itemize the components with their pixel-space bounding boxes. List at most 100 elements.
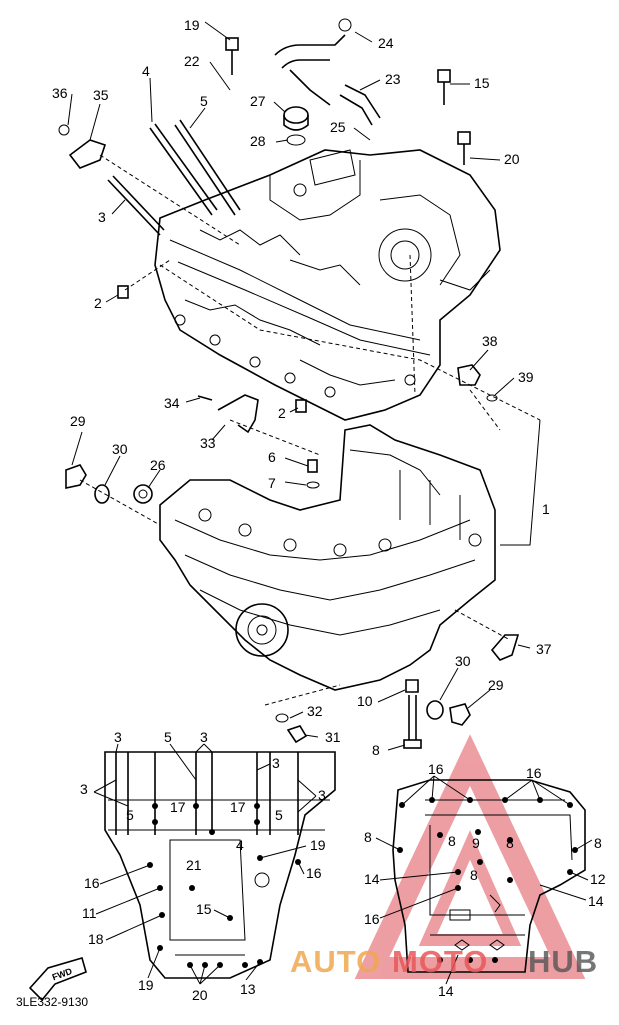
callout-31: 31 bbox=[325, 729, 341, 745]
callout-29-right: 29 bbox=[488, 677, 504, 693]
callout-10: 10 bbox=[357, 693, 373, 709]
watermark-auto: AUTO bbox=[290, 944, 381, 979]
callout-labels: 19 24 22 23 15 4 5 36 35 27 28 25 20 3 2… bbox=[52, 17, 552, 758]
callout-u5c: 5 bbox=[275, 807, 283, 823]
callout-u13: 13 bbox=[240, 981, 256, 997]
callout-20: 20 bbox=[504, 151, 520, 167]
dowel-pins-2 bbox=[117, 285, 307, 413]
callout-30-left: 30 bbox=[112, 441, 128, 457]
callout-l14c: 14 bbox=[438, 983, 454, 999]
drain-parts bbox=[275, 679, 471, 749]
callout-4: 4 bbox=[142, 63, 150, 79]
callout-u3d: 3 bbox=[272, 755, 280, 771]
dowel-6-7 bbox=[306, 459, 320, 489]
callout-u17b: 17 bbox=[230, 799, 246, 815]
callout-22: 22 bbox=[184, 53, 200, 69]
underside-view-left bbox=[104, 751, 336, 979]
callout-8: 8 bbox=[372, 742, 380, 758]
callout-l16c: 16 bbox=[364, 911, 380, 927]
callout-34: 34 bbox=[164, 395, 180, 411]
callout-u5b: 5 bbox=[126, 807, 134, 823]
callout-u16a: 16 bbox=[84, 875, 100, 891]
oil-filler-cap-27 bbox=[283, 106, 309, 146]
callout-26: 26 bbox=[150, 457, 166, 473]
oil-level-plug-29 bbox=[65, 464, 87, 489]
callout-u11: 11 bbox=[82, 905, 97, 921]
callout-30-right: 30 bbox=[455, 653, 471, 669]
callout-2-upper: 2 bbox=[94, 295, 102, 311]
watermark-hub: HUB bbox=[528, 944, 598, 979]
diagram-code: 3LE332-9130 bbox=[16, 995, 88, 1009]
callout-23: 23 bbox=[385, 71, 401, 87]
callout-l16a: 16 bbox=[428, 761, 444, 777]
callout-5: 5 bbox=[200, 93, 208, 109]
callout-u19b: 19 bbox=[138, 977, 154, 993]
callout-u5a: 5 bbox=[164, 729, 172, 745]
breather-hose bbox=[274, 18, 381, 126]
callout-6: 6 bbox=[268, 449, 276, 465]
bolt-19 bbox=[225, 37, 239, 75]
callout-37: 37 bbox=[536, 641, 552, 657]
callout-u21: 21 bbox=[186, 857, 202, 873]
bolt-20 bbox=[457, 131, 471, 165]
sensor-38 bbox=[457, 364, 498, 402]
callout-35: 35 bbox=[93, 87, 109, 103]
upper-crankcase bbox=[154, 149, 501, 421]
callout-u19a: 19 bbox=[310, 837, 326, 853]
leader-lines bbox=[67, 21, 531, 751]
callout-38: 38 bbox=[482, 333, 498, 349]
callout-u20: 20 bbox=[192, 987, 208, 1003]
callout-36: 36 bbox=[52, 85, 68, 101]
plate-37 bbox=[490, 634, 520, 661]
assembly-lines bbox=[79, 154, 541, 706]
callout-u3a: 3 bbox=[114, 729, 122, 745]
callout-u17a: 17 bbox=[170, 799, 186, 815]
callout-28: 28 bbox=[250, 133, 266, 149]
callout-3: 3 bbox=[98, 209, 106, 225]
o-ring-30-left bbox=[94, 484, 110, 504]
callout-l8a: 8 bbox=[364, 829, 372, 845]
callout-u4: 4 bbox=[236, 837, 244, 853]
lower-crankcase bbox=[159, 424, 496, 691]
bracket-33 bbox=[197, 394, 259, 434]
callout-u15: 15 bbox=[196, 901, 212, 917]
fwd-label: FWD bbox=[51, 966, 74, 983]
callout-u16b: 16 bbox=[306, 865, 322, 881]
callout-33: 33 bbox=[200, 435, 216, 451]
watermark-moto: MOTO bbox=[392, 944, 488, 979]
callout-labels-underside-right: 16 16 8 8 9 8 8 8 14 12 14 16 14 bbox=[364, 761, 606, 999]
callout-29-left: 29 bbox=[70, 413, 86, 429]
fwd-arrow-icon: FWD bbox=[28, 957, 87, 1002]
part-26 bbox=[133, 484, 153, 504]
watermark-triangle-logo bbox=[354, 734, 586, 979]
callout-l14b: 14 bbox=[588, 893, 604, 909]
callout-l16b: 16 bbox=[526, 765, 542, 781]
callout-19: 19 bbox=[184, 17, 200, 33]
callout-39: 39 bbox=[518, 369, 534, 385]
callout-l14a: 14 bbox=[364, 871, 380, 887]
callout-u3b: 3 bbox=[200, 729, 208, 745]
callout-u3e: 3 bbox=[318, 787, 326, 803]
stud-bolts bbox=[107, 119, 241, 236]
callout-15: 15 bbox=[474, 75, 490, 91]
callout-27: 27 bbox=[250, 93, 266, 109]
callout-u18: 18 bbox=[88, 931, 104, 947]
callout-l9: 9 bbox=[472, 835, 480, 851]
callout-2-lower: 2 bbox=[278, 405, 286, 421]
callout-7: 7 bbox=[268, 475, 276, 491]
watermark-text: AUTO MOTO HUB bbox=[290, 944, 598, 979]
callout-l8d: 8 bbox=[594, 835, 602, 851]
callout-l12: 12 bbox=[590, 871, 606, 887]
callout-24: 24 bbox=[378, 35, 394, 51]
callout-labels-underside-left: 3 5 3 3 3 5 17 17 5 3 4 19 21 16 16 11 1… bbox=[80, 729, 326, 1003]
bracket-35 bbox=[58, 124, 107, 169]
callout-25: 25 bbox=[330, 119, 346, 135]
callout-u3c: 3 bbox=[80, 781, 88, 797]
callout-l8e: 8 bbox=[470, 867, 478, 883]
callout-1: 1 bbox=[542, 501, 550, 517]
callout-l8c: 8 bbox=[506, 835, 514, 851]
bolt-15 bbox=[437, 69, 451, 105]
underside-view-right bbox=[392, 779, 586, 973]
callout-32: 32 bbox=[307, 703, 323, 719]
